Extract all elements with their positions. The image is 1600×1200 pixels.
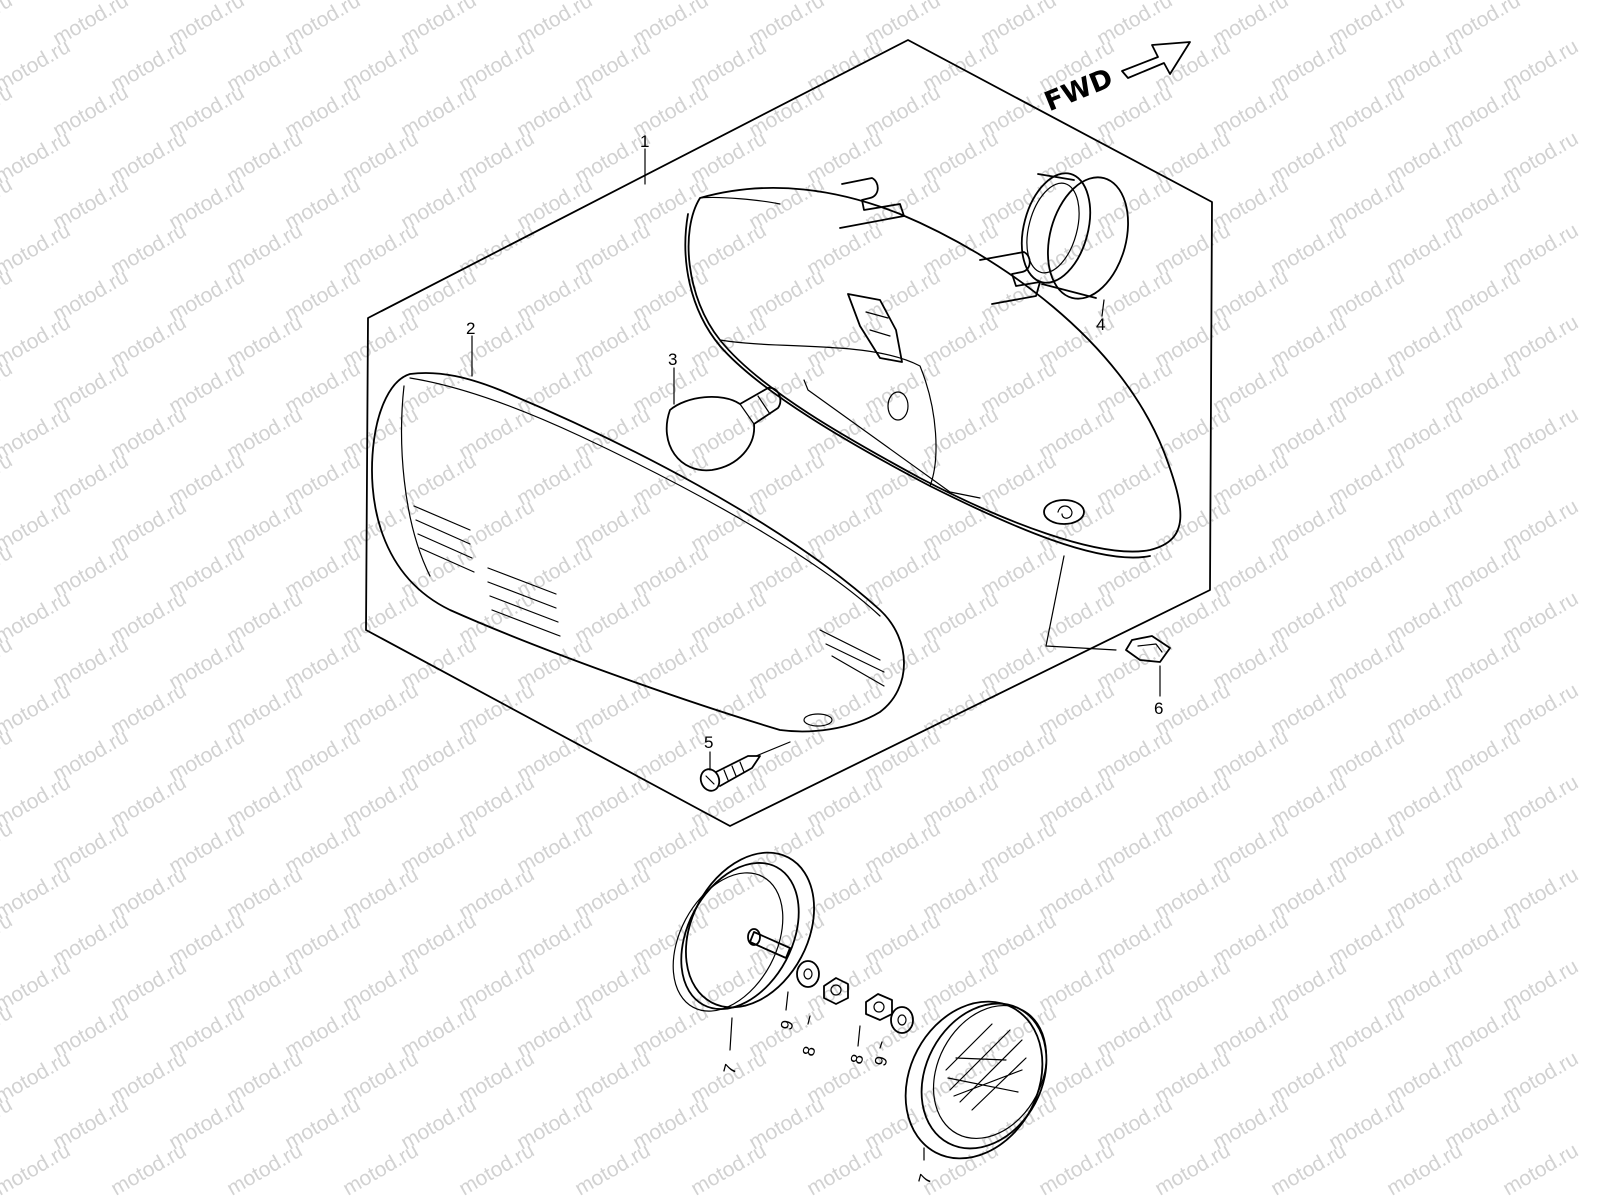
part-7-reflector-left [672,851,815,1012]
forward-arrow-icon [1121,41,1191,79]
callout-8-left: 8 [799,1044,820,1058]
watermark-text: motod.ru [1151,1139,1234,1200]
watermark-text: motod.ru [0,0,16,50]
watermark-text: motod.ru [0,863,74,924]
watermark-text: motod.ru [0,541,16,602]
watermark-text: motod.ru [0,771,74,832]
watermark-text: motod.ru [0,633,16,694]
watermark-text: motod.ru [223,1139,306,1200]
part-8-nut-left [823,977,849,1005]
watermark-text: motod.ru [0,81,16,142]
watermark-text: motod.ru [803,1139,886,1200]
watermark-text: motod.ru [0,173,16,234]
callout-4: 4 [1096,315,1105,334]
watermark-text: motod.ru [1499,1139,1582,1200]
part-4-grommet [1020,172,1129,300]
watermark-text: motod.ru [0,955,74,1016]
callout-5: 5 [704,733,713,752]
watermark-text: motod.ru [1267,1139,1350,1200]
part-6-clip-nut [1125,635,1171,663]
watermark-text: motod.ru [0,127,74,188]
watermark-text: motod.ru [0,35,74,96]
part-5-screw [699,755,761,792]
watermark-text: motod.ru [0,219,74,280]
watermark-text: motod.ru [0,403,74,464]
watermark-text: motod.ru [0,449,16,510]
watermark-text: motod.ru [0,1093,16,1154]
part-3-bulb [665,387,782,472]
part-8-nut-right [865,993,893,1021]
watermark-text: motod.ru [0,1001,16,1062]
watermark-text: motod.ru [0,1139,74,1200]
callout-2: 2 [466,319,475,338]
watermark-text: motod.ru [1383,1139,1466,1200]
part-9-washer-left [796,960,820,988]
watermark-text: motod.ru [0,495,74,556]
watermark-text: motod.ru [0,587,74,648]
watermark-text: motod.ru [107,1139,190,1200]
watermark-text: motod.ru [687,1139,770,1200]
callouts: 1 2 3 4 5 6 7 9 8 8 9 7 [466,132,1163,1186]
watermark-text: motod.ru [0,725,16,786]
part-2-lens [371,372,905,733]
watermark-text: motod.ru [1035,1139,1118,1200]
watermark-text: motod.ru [455,1139,538,1200]
watermark-text: motod.ru [339,1139,422,1200]
watermark-text: motod.ru [0,909,16,970]
watermark-text: motod.ru [571,1139,654,1200]
callout-6: 6 [1154,699,1163,718]
part-9-washer-right [890,1006,914,1034]
watermark-text: motod.ru [0,311,74,372]
watermark-text: motod.ru [0,817,16,878]
watermark-text: motod.ru [0,679,74,740]
leader-lines [471,148,1161,1161]
watermark-text: motod.ru [0,357,16,418]
callout-3: 3 [668,350,677,369]
part-7-reflector-right [904,1000,1048,1160]
watermark-text: motod.ru [0,265,16,326]
watermark-text: motod.ru [0,1047,74,1108]
callout-1: 1 [640,132,649,151]
part-1-lamp-housing [684,177,1182,559]
assembly-outline [365,39,1213,827]
